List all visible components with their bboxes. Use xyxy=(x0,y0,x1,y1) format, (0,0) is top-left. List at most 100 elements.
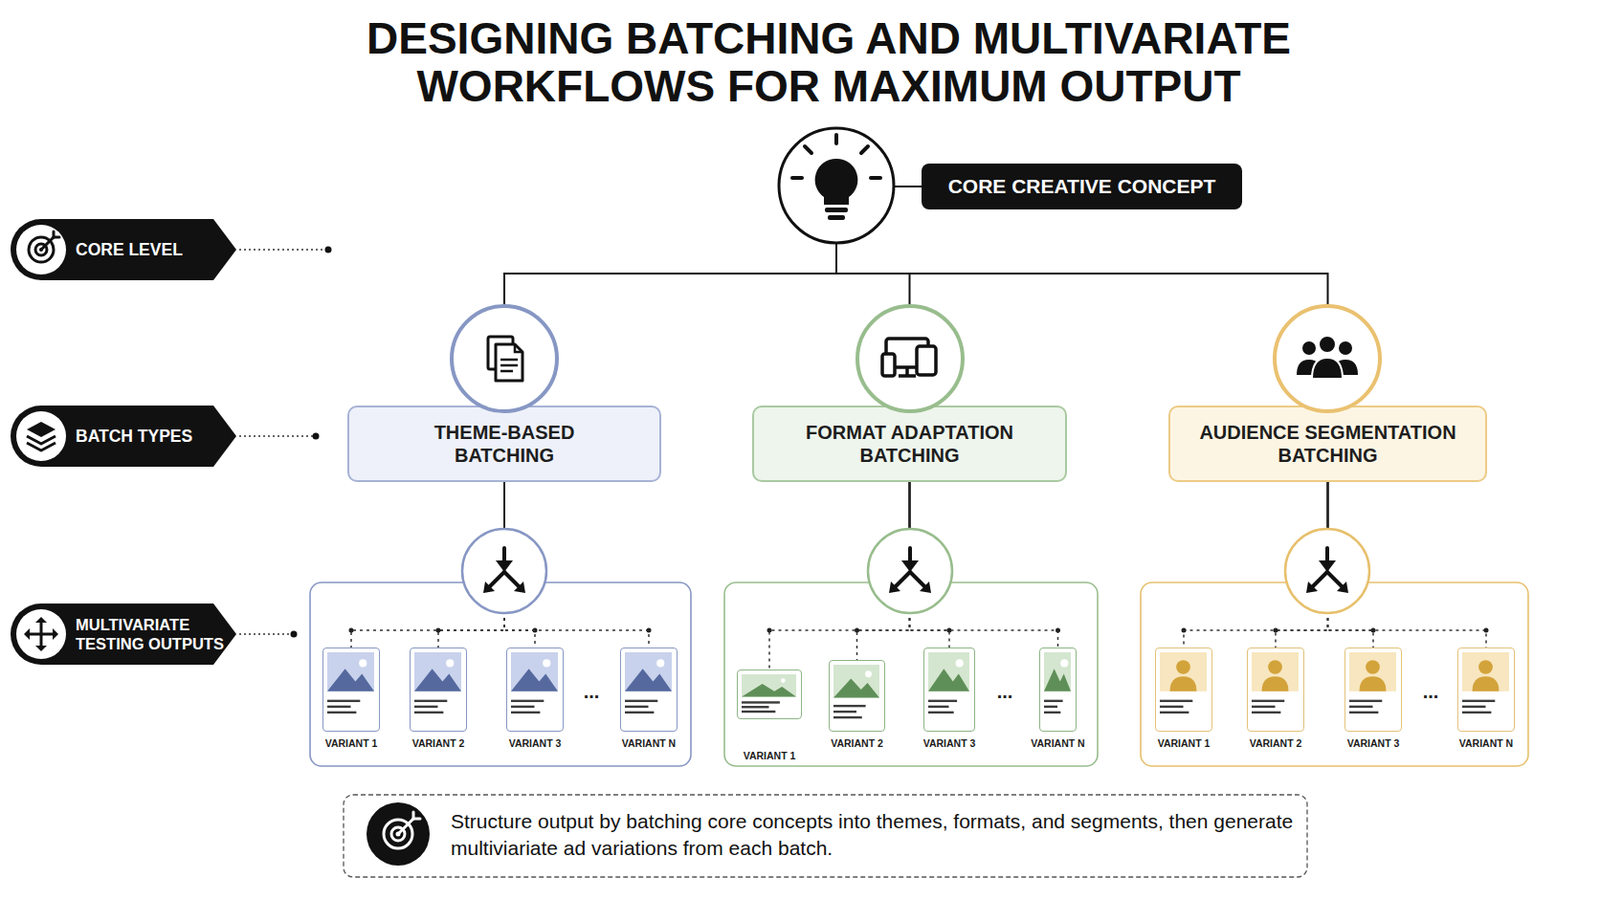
split-icon xyxy=(513,581,526,594)
split-icon xyxy=(1312,548,1342,587)
caption-target-icon xyxy=(391,827,405,842)
split-icon xyxy=(462,529,547,614)
audience-icon xyxy=(1318,335,1336,354)
level-pill-shape xyxy=(10,405,237,467)
connector xyxy=(854,482,911,661)
thumbnail-text-line xyxy=(1044,700,1064,703)
thumbnail-text-line xyxy=(1462,700,1495,703)
split-icon xyxy=(1318,560,1336,573)
connector-dot xyxy=(767,628,773,634)
diagram-title: DESIGNING BATCHING AND MULTIVARIATE WORK… xyxy=(340,14,1317,111)
split-icon xyxy=(895,572,911,587)
lightbulb-icon xyxy=(834,134,839,144)
devices-icon xyxy=(916,346,936,376)
thumbnail-text-line xyxy=(624,700,658,703)
lightbulb-icon xyxy=(792,134,881,178)
variant-connector xyxy=(504,571,535,648)
document-icon xyxy=(514,344,523,353)
split-icon xyxy=(888,581,901,594)
connector xyxy=(349,482,506,648)
thumbnail-person xyxy=(1472,676,1500,692)
thumbnail-image xyxy=(1462,652,1510,692)
thumbnail-mountain xyxy=(624,668,672,692)
audience-icon xyxy=(1296,359,1322,376)
thumbnail-person xyxy=(1478,660,1493,675)
variant-connector xyxy=(504,571,649,648)
concept-label: CORE CREATIVE CONCEPT xyxy=(921,163,1243,210)
document-icon xyxy=(495,344,523,381)
connector xyxy=(504,482,538,648)
tree-connector xyxy=(836,186,1329,406)
variant-thumbnail xyxy=(507,648,562,731)
thumbnail-text-line xyxy=(1251,711,1281,714)
connector-dot xyxy=(1181,628,1187,634)
level-label: CORE LEVEL xyxy=(10,219,237,281)
batch-connector xyxy=(909,482,912,572)
variant-thumbnail xyxy=(924,648,974,731)
level-text: MULTIVARIATE TESTING OUTPUTS xyxy=(75,615,234,654)
connector-dot xyxy=(646,628,652,634)
thumbnail-mountain xyxy=(928,668,970,692)
variant-label: VARIANT 3 xyxy=(923,737,977,750)
batch-box: THEME-BASED BATCHING xyxy=(347,405,662,483)
split-icon xyxy=(1285,529,1370,614)
variant-thumbnail xyxy=(1040,648,1075,731)
document-icon xyxy=(451,306,557,412)
thumbnail-text-line xyxy=(1159,706,1184,709)
devices-icon xyxy=(882,354,895,377)
variant-label: VARIANT 2 xyxy=(830,737,884,750)
level-text-wrap: MULTIVARIATE TESTING OUTPUTS xyxy=(75,603,234,666)
variant-connector xyxy=(1328,571,1488,648)
connector-dot xyxy=(854,628,860,634)
variant-card: VARIANT 3 xyxy=(923,647,976,733)
thumbnail-text-line xyxy=(1462,706,1487,709)
tree-connector xyxy=(836,186,922,406)
thumbnail-text-line xyxy=(1251,700,1285,703)
ellipsis-label: ... xyxy=(583,680,600,704)
ellipsis-label: ... xyxy=(1422,680,1440,704)
caption-text: Structure output by batching core concep… xyxy=(450,808,1303,863)
variant-card: VARIANT 1 xyxy=(736,669,802,720)
output-container xyxy=(310,582,1529,767)
variant-thumbnail xyxy=(621,648,676,731)
variant-label: VARIANT 1 xyxy=(743,750,797,762)
caption-target-icon xyxy=(412,812,416,820)
split-icon xyxy=(504,572,519,587)
connector-dot xyxy=(1484,628,1489,634)
thumbnail-text-line xyxy=(1159,711,1189,714)
variant-thumbnail xyxy=(829,661,884,731)
leader-line xyxy=(239,248,329,251)
split-icon xyxy=(1325,548,1330,565)
thumbnail-person xyxy=(1170,676,1198,692)
output-container xyxy=(310,582,691,767)
connector xyxy=(836,186,922,406)
thumbnail-sun xyxy=(358,659,367,667)
thumbnail-person xyxy=(1365,660,1380,675)
audience-icon xyxy=(1338,341,1353,356)
variant-thumbnail xyxy=(737,670,800,718)
variant-connector xyxy=(351,571,505,648)
variant-thumbnail xyxy=(410,648,466,731)
connector xyxy=(504,186,922,406)
variant-connector xyxy=(1275,571,1329,648)
lightbulb-icon xyxy=(804,146,812,154)
thumbnail-text-line xyxy=(741,701,780,704)
thumbnail-text-line xyxy=(511,700,544,703)
split-icon xyxy=(1306,581,1318,594)
thumbnail-text-line xyxy=(741,711,776,713)
thumbnail-image xyxy=(511,652,558,692)
batch-box: AUDIENCE SEGMENTATION BATCHING xyxy=(1168,405,1488,483)
batch-connector xyxy=(503,482,506,572)
batch-text: THEME-BASED BATCHING xyxy=(403,421,605,467)
level-label: MULTIVARIATE TESTING OUTPUTS xyxy=(10,603,237,666)
connector xyxy=(1181,482,1329,648)
connector xyxy=(836,186,1329,406)
variant-card: VARIANT 1 xyxy=(1155,647,1213,733)
level-pill-shape xyxy=(10,603,237,666)
thumbnail-image xyxy=(833,665,880,699)
thumbnail-sun xyxy=(656,659,665,667)
variant-card: VARIANT 3 xyxy=(1344,647,1402,733)
connector xyxy=(1328,482,1489,648)
thumbnail-image xyxy=(741,674,797,698)
leader-line xyxy=(312,433,320,441)
